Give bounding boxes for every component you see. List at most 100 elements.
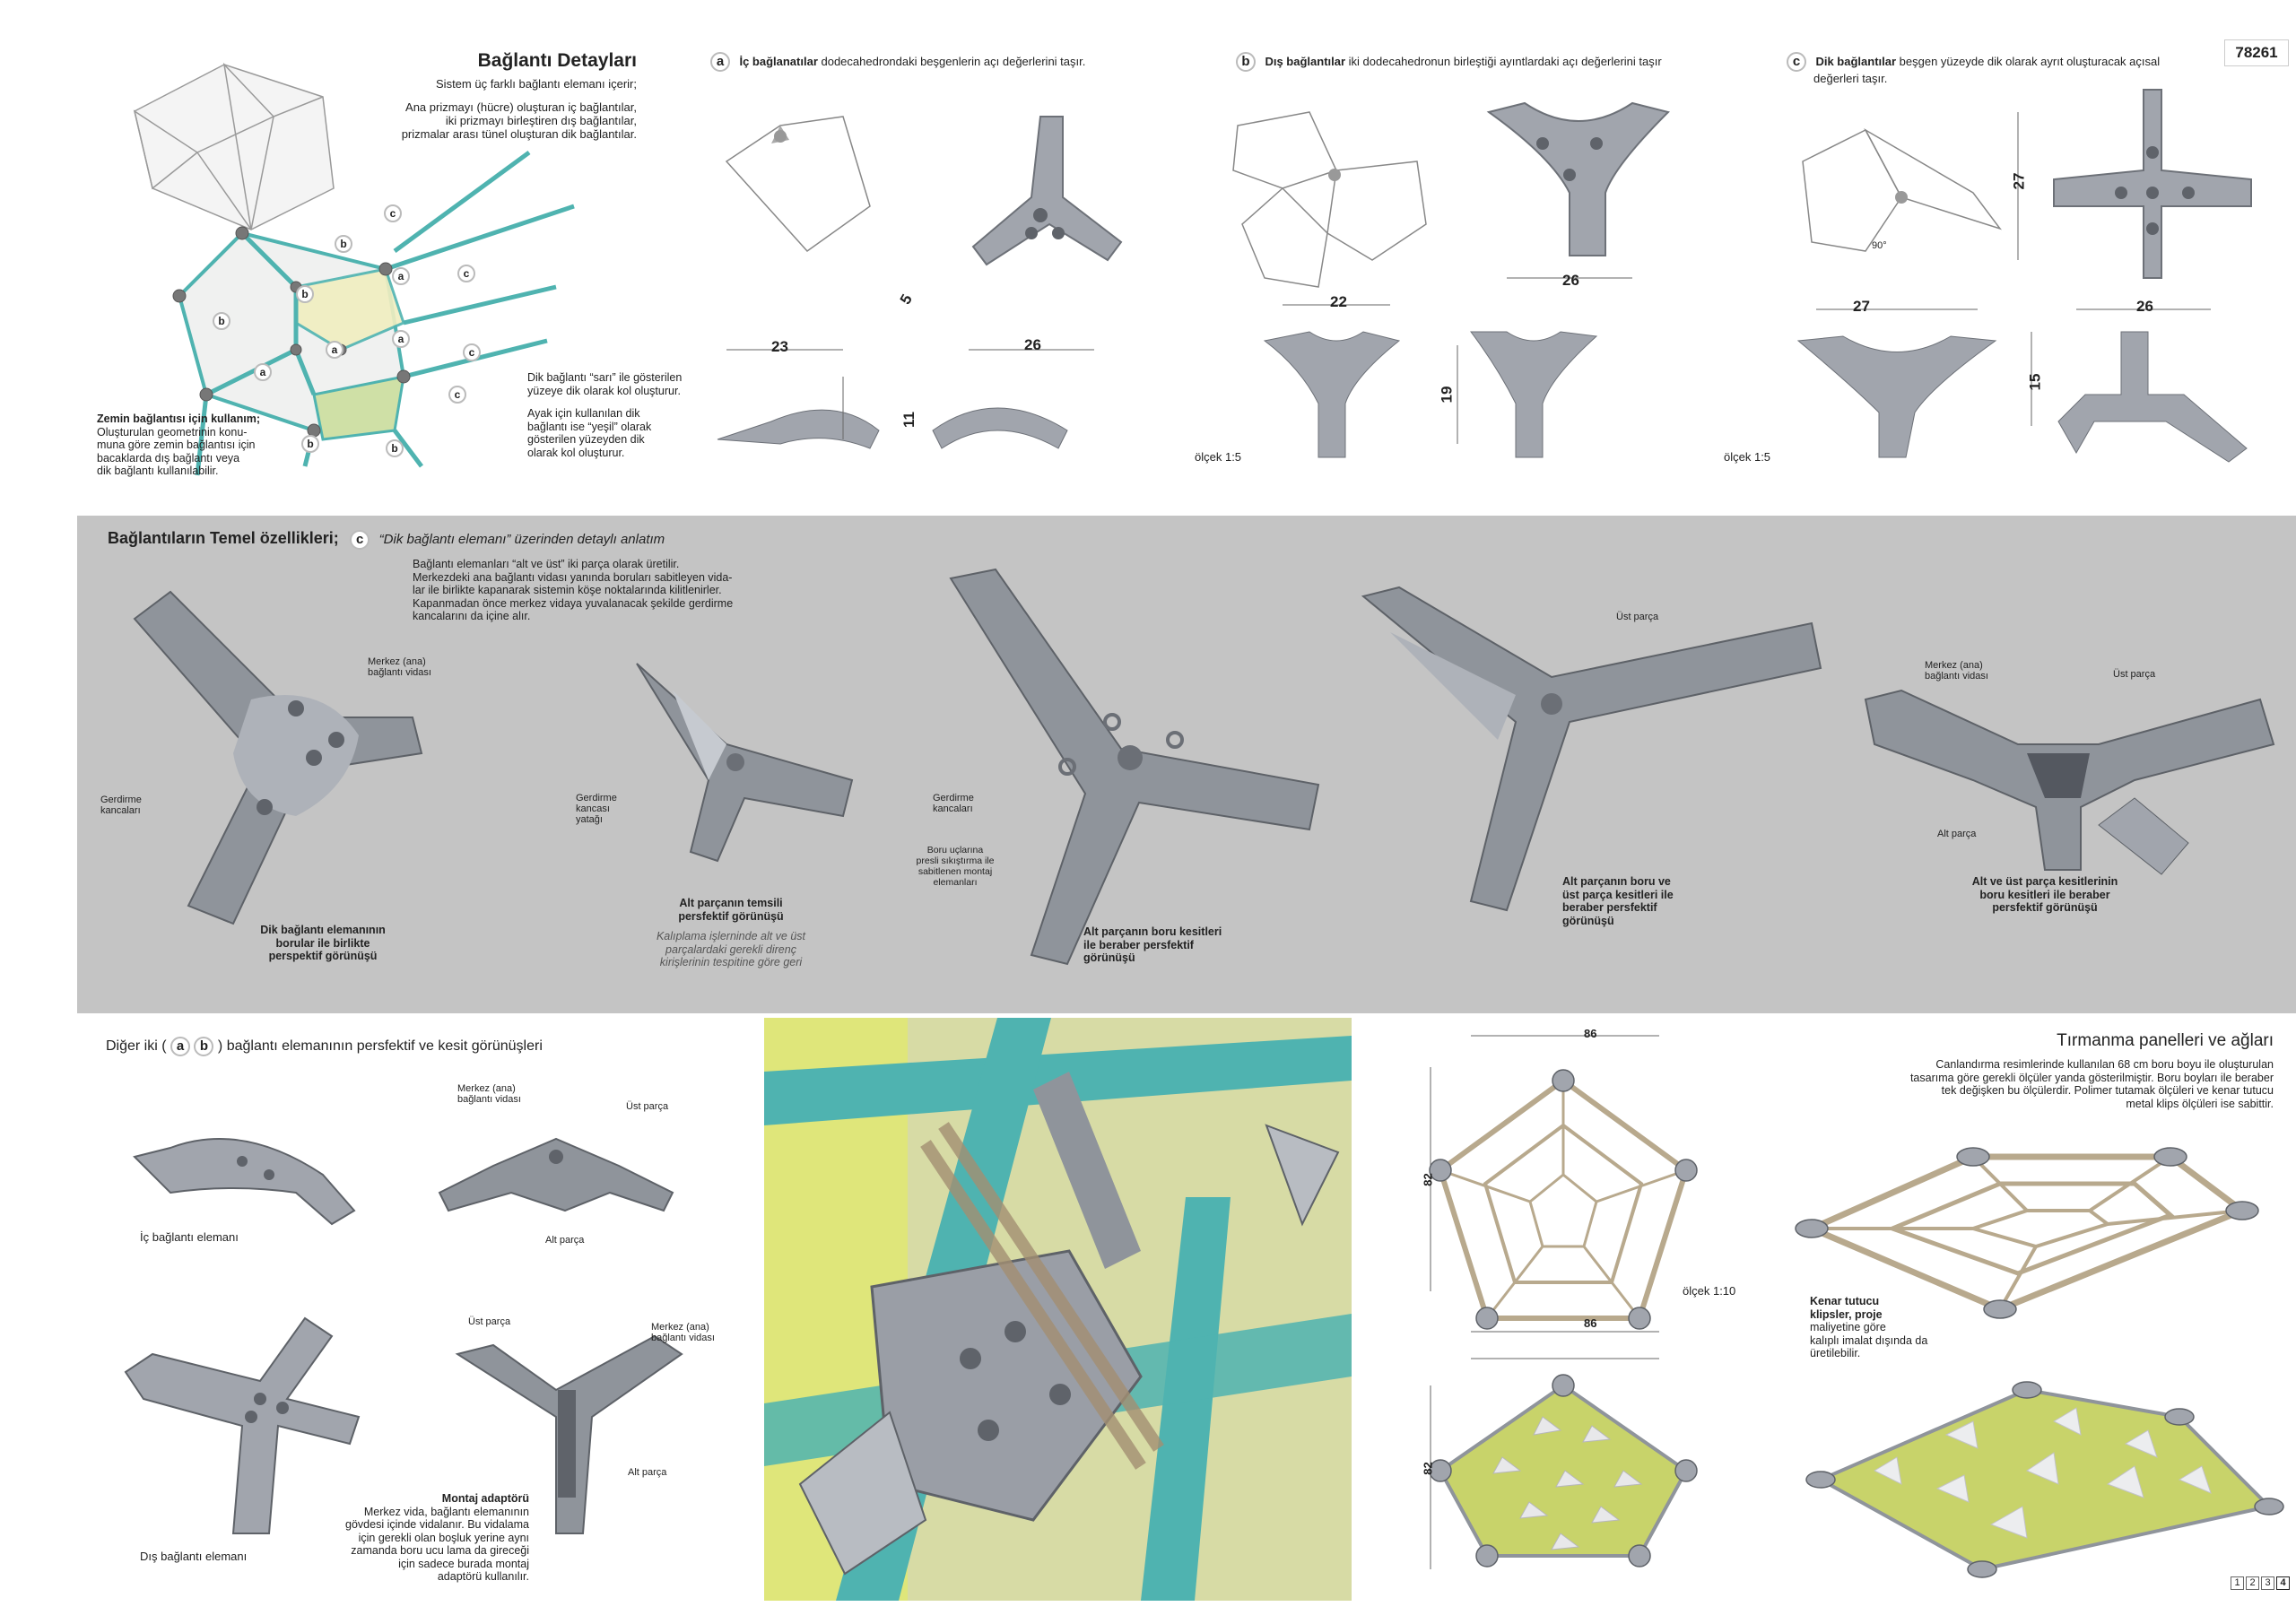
callout-line: Gerdirme [576,793,617,803]
ayak-note-line: bağlantı ise “yeşil” olarak [527,420,652,433]
lower-part-render [636,663,854,863]
pager-item[interactable]: 2 [2246,1576,2259,1590]
outer-connector-pentagons-drawing [1232,111,1427,288]
features-subtitle: “Dik bağlantı elemanı” üzerinden detaylı… [378,532,665,547]
render-scene [764,1018,1352,1601]
page-title: Bağlantı Detayları [477,50,637,71]
features-header: Bağlantıların Temel özellikleri; c “Dik … [108,529,825,550]
model-marker: b [296,285,314,303]
caption-4: Alt parçanın boru ve üst parça kesitleri… [1562,875,1724,927]
callout-line: yatağı [576,814,603,825]
callout-line: bağlantı vidası [651,1333,715,1343]
intro-line: iki prizmayı birleştiren dış bağlantılar… [445,114,637,127]
model-marker: c [463,343,481,361]
net-dim-width: 86 [1584,1027,1597,1040]
dik-note-line: yüzeye dik olarak kol oluşturur. [527,384,681,397]
features-desc-line: kancalarını da içine alır. [413,610,531,622]
callout-line: bağlantı vidası [457,1094,521,1105]
climbing-desc-line: tasarıma göre gerekli ölçüler yanda göst… [1909,1071,2274,1084]
right-angle-connector-views [1796,308,2248,463]
callout-line: Gerdirme [933,793,974,803]
callout-ust-5: Üst parça [2113,669,2156,680]
caption-line: beraber persfektif [1562,901,1657,914]
pager-item[interactable]: 1 [2231,1576,2244,1590]
clip-note-line: klipsler, proje [1810,1307,1883,1321]
other-badge-b: b [194,1037,214,1056]
dik-note-line: Dik bağlantı “sarı” ile gösterilen [527,371,683,384]
caption-line: Alt parçanın boru kesitleri [1083,925,1222,938]
section-a-header: a İç bağlanatılar dodecahedrondaki beşge… [710,52,1213,72]
model-marker: a [254,363,272,381]
page-pager: 1 2 3 4 [2231,1576,2290,1590]
climbing-desc-line: metal klips ölçüleri ise sabittir. [2126,1097,2274,1110]
model-marker: a [392,330,410,348]
outer-connector-views [1263,277,1632,458]
ground-line: Oluşturulan geometrinin konu- [97,425,248,439]
clip-note-line: kalıplı imalat dışında da [1810,1333,1928,1347]
climbing-panel-perspective-render [1805,1381,2284,1578]
features-title: Bağlantıların Temel özellikleri; [108,529,339,547]
caption-note-line: kirişlerinin tespitine göre geri [659,956,803,968]
callout-alt-b: Alt parça [628,1467,667,1478]
model-marker: c [448,386,466,404]
section-b-desc: iki dodecahedronun birleştiği ayıntlarda… [1345,55,1662,68]
outer-connector-label: Dış bağlantı elemanı [140,1550,248,1563]
section-c-badge: c [1787,52,1806,72]
other-badge-a: a [170,1037,191,1056]
pager-item[interactable]: 3 [2261,1576,2274,1590]
model-marker: b [386,439,404,457]
section-c-title: Dik bağlantılar [1815,55,1897,68]
model-marker: b [301,435,319,453]
clip-note: Kenar tutucu klipsler, proje maliyetine … [1810,1295,1962,1360]
inner-connector-pentagon-drawing [725,116,871,252]
sheet-id: 78261 [2224,39,2289,66]
caption-line: görünüşü [1083,951,1135,964]
section-b-header: b Dış bağlantılar iki dodecahedronun bir… [1236,52,1738,72]
right-angle-connector-top-render [2017,89,2252,279]
inner-connector-perspective-render [971,116,1123,266]
net-dim-height: 82 [1421,1173,1435,1186]
dik-note: Dik bağlantı “sarı” ile gösterilen yüzey… [527,371,698,397]
scale-b: ölçek 1:5 [1195,450,1242,464]
callout-merkez-1: Merkez (ana) bağlantı vidası [368,656,431,678]
section-a-title: İç bağlanatılar [739,55,818,68]
montaj-line: için sadece burada montaj [398,1557,529,1570]
lower-and-upper-part-sections-render [1361,586,1822,912]
dim-c-15: 15 [2026,373,2044,391]
callout-alt-5: Alt parça [1937,829,1977,839]
callout-line: Gerdirme [100,795,142,805]
caption-1: Dik bağlantı elemanının borular ile birl… [233,924,413,963]
callout-line: elemanları [933,877,978,888]
caption-line: borular ile birlikte [275,936,370,950]
callout-gerdirme-3: Gerdirme kancaları [933,793,974,814]
climbing-desc: Canlandırma resimlerinde kullanılan 68 c… [1848,1058,2274,1110]
dim-c-27-vertical: 27 [2010,172,2028,190]
section-c-desc-2: değerleri taşır. [1813,72,1888,85]
caption-2: Alt parçanın temsili persfektif görünüşü… [619,897,843,969]
callout-ust-b: Üst parça [468,1316,511,1327]
other-connectors-header: Diğer iki ( a b ) bağlantı elemanının pe… [106,1037,698,1056]
panel-dim-width: 86 [1584,1316,1597,1330]
model-marker: b [213,312,230,330]
dim-b-26: 26 [1562,272,1579,289]
dim-b-22: 22 [1330,293,1347,310]
section-a-badge: a [710,52,730,72]
inner-connector-label: İç bağlantı elemanı [140,1230,239,1244]
callout-line: presli sıkıştırma ile [916,855,995,866]
inner-connector-dim-lines [717,349,1094,449]
ground-line: muna göre zemin bağlantısı için [97,439,256,451]
lower-part-with-pipe-sections-render [949,568,1320,966]
montaj-line: zamanda boru ucu lama da gireceği [351,1544,529,1557]
callout-line: bağlantı vidası [1925,671,1988,682]
dodecahedron-model-illustration [133,62,575,476]
features-desc: Bağlantı elemanları “alt ve üst” iki par… [413,558,789,623]
pager-item-active[interactable]: 4 [2276,1576,2290,1590]
features-desc-line: Kapanmadan önce merkez vidaya yuvalanaca… [413,596,734,610]
playground-closeup-render [764,1018,1352,1601]
callout-boru-3: Boru uçlarına presli sıkıştırma ile sabi… [906,845,1004,888]
callout-line: Merkez (ana) [368,656,426,667]
model-marker: a [392,267,410,285]
other-title-prefix: Diğer iki ( [106,1038,167,1054]
ayak-note-line: gösterilen yüzeyden dik [527,433,645,446]
section-c-desc: beşgen yüzeyde dik olarak ayrıt oluştura… [1896,55,2161,68]
